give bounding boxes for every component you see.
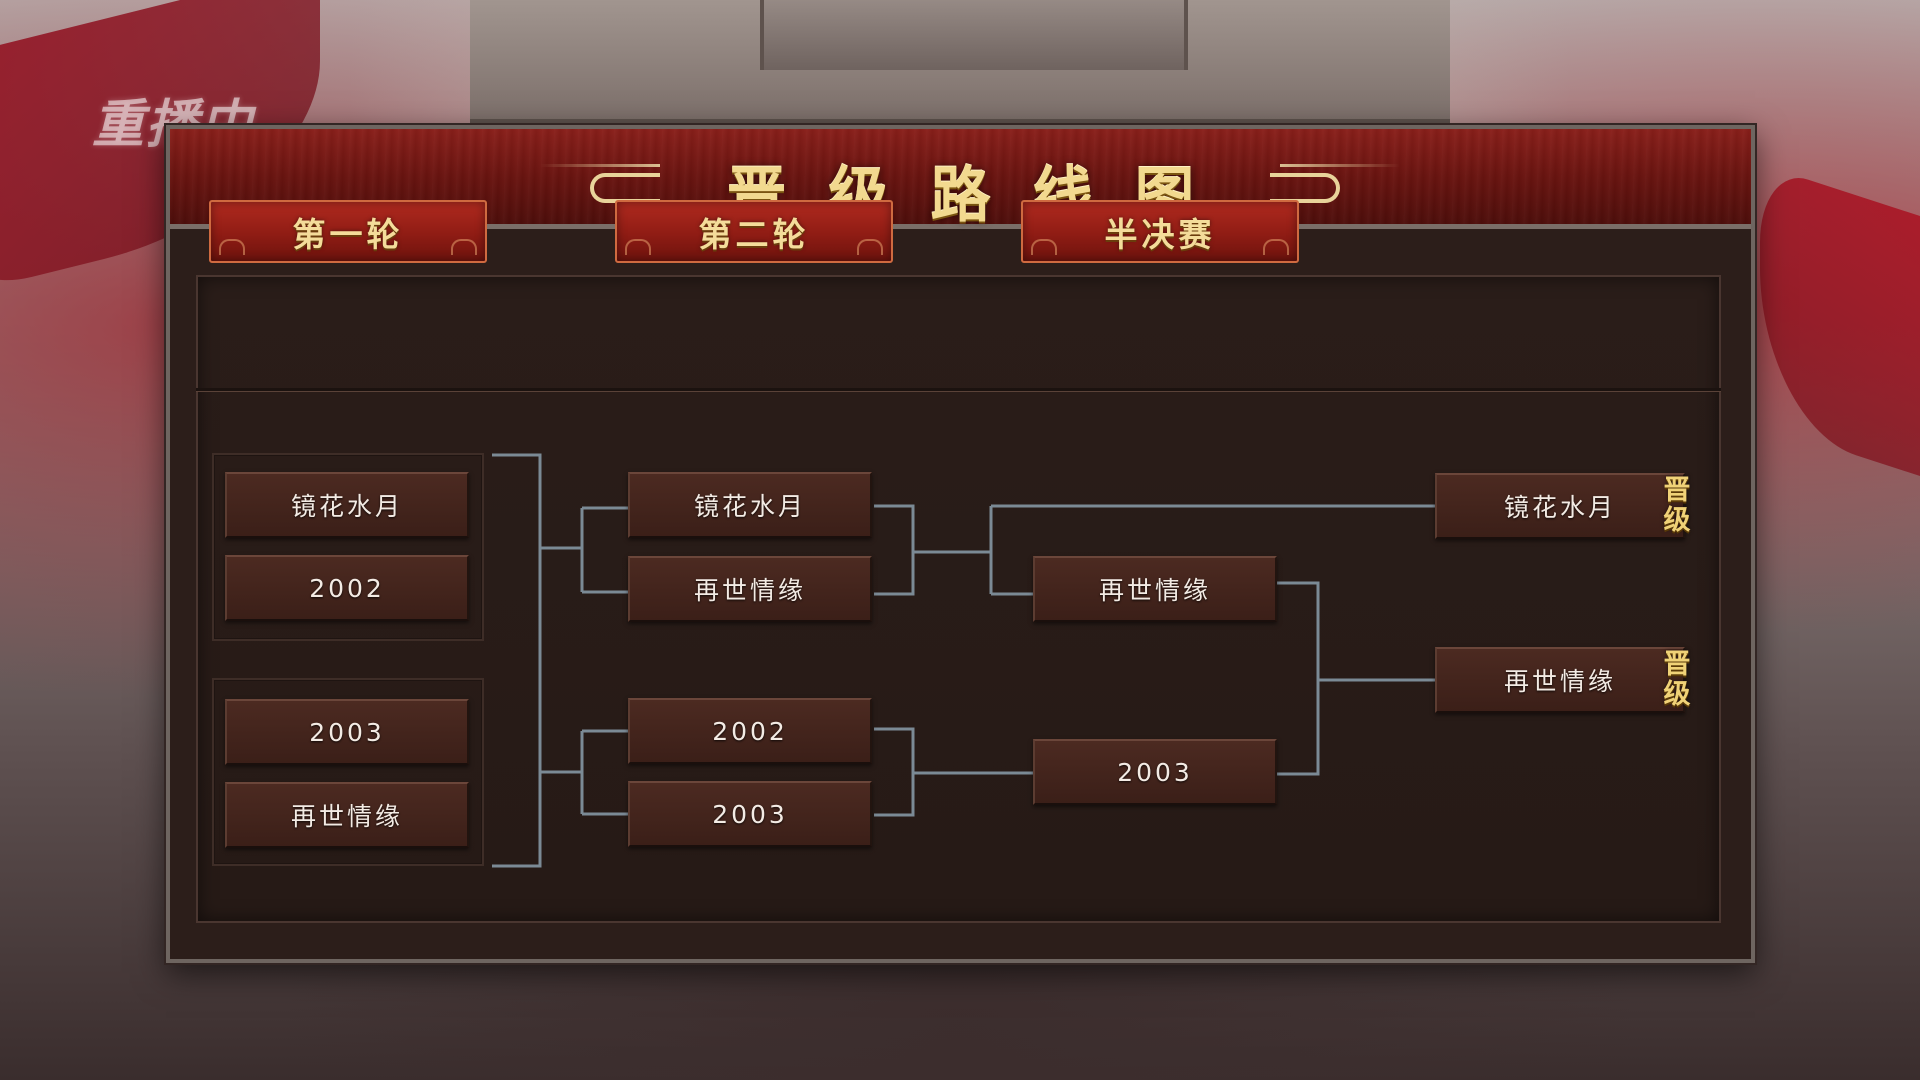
round-one-group-1	[212, 453, 484, 641]
advanced-badge-2: 晋 级	[1657, 649, 1697, 711]
advanced-badge-1-top: 晋	[1663, 475, 1691, 506]
tab-round-two-label: 第二轮	[698, 214, 810, 254]
tab-semifinal[interactable]: 半决赛	[1021, 200, 1299, 263]
title-ornament-line-left	[540, 164, 660, 167]
round-two-team-2[interactable]: 再世情缘	[628, 556, 872, 622]
semifinal-team-1[interactable]: 再世情缘	[1033, 556, 1277, 622]
advanced-team-1-name: 镜花水月	[1503, 493, 1616, 522]
tab-semifinal-label: 半决赛	[1104, 214, 1216, 254]
round-two-team-1[interactable]: 镜花水月	[628, 472, 872, 538]
advanced-team-1[interactable]: 镜花水月	[1435, 473, 1685, 539]
advanced-badge-2-bottom: 级	[1663, 679, 1691, 710]
round-one-team-2[interactable]: 2002	[225, 555, 469, 621]
round-two-team-3-name: 2002	[712, 716, 788, 746]
semifinal-team-2[interactable]: 2003	[1033, 739, 1277, 805]
advanced-badge-2-top: 晋	[1663, 649, 1691, 680]
header-divider	[196, 388, 1721, 391]
background-tower	[470, 0, 1450, 125]
round-two-team-3[interactable]: 2002	[628, 698, 872, 764]
tab-round-one[interactable]: 第一轮	[209, 200, 487, 263]
advanced-team-2[interactable]: 再世情缘	[1435, 647, 1685, 713]
background-flag-right	[1760, 164, 1920, 476]
round-one-group-2	[212, 678, 484, 866]
round-one-team-3-name: 2003	[309, 717, 385, 747]
round-two-team-2-name: 再世情缘	[693, 576, 806, 605]
round-two-team-1-name: 镜花水月	[693, 492, 806, 521]
round-one-team-3[interactable]: 2003	[225, 699, 469, 765]
round-one-team-2-name: 2002	[309, 573, 385, 603]
round-one-team-4[interactable]: 再世情缘	[225, 782, 469, 848]
round-two-team-4-name: 2003	[712, 799, 788, 829]
semifinal-team-2-name: 2003	[1117, 757, 1193, 787]
round-two-team-4[interactable]: 2003	[628, 781, 872, 847]
tab-round-two[interactable]: 第二轮	[615, 200, 893, 263]
advanced-team-2-name: 再世情缘	[1503, 667, 1616, 696]
round-one-team-4-name: 再世情缘	[290, 802, 403, 831]
semifinal-team-1-name: 再世情缘	[1098, 576, 1211, 605]
advanced-badge-1-bottom: 级	[1663, 505, 1691, 536]
round-one-team-1-name: 镜花水月	[290, 492, 403, 521]
title-ornament-right-icon	[1270, 173, 1340, 203]
round-one-team-1[interactable]: 镜花水月	[225, 472, 469, 538]
advanced-badge-1: 晋 级	[1657, 475, 1697, 537]
tab-round-one-label: 第一轮	[292, 214, 404, 254]
